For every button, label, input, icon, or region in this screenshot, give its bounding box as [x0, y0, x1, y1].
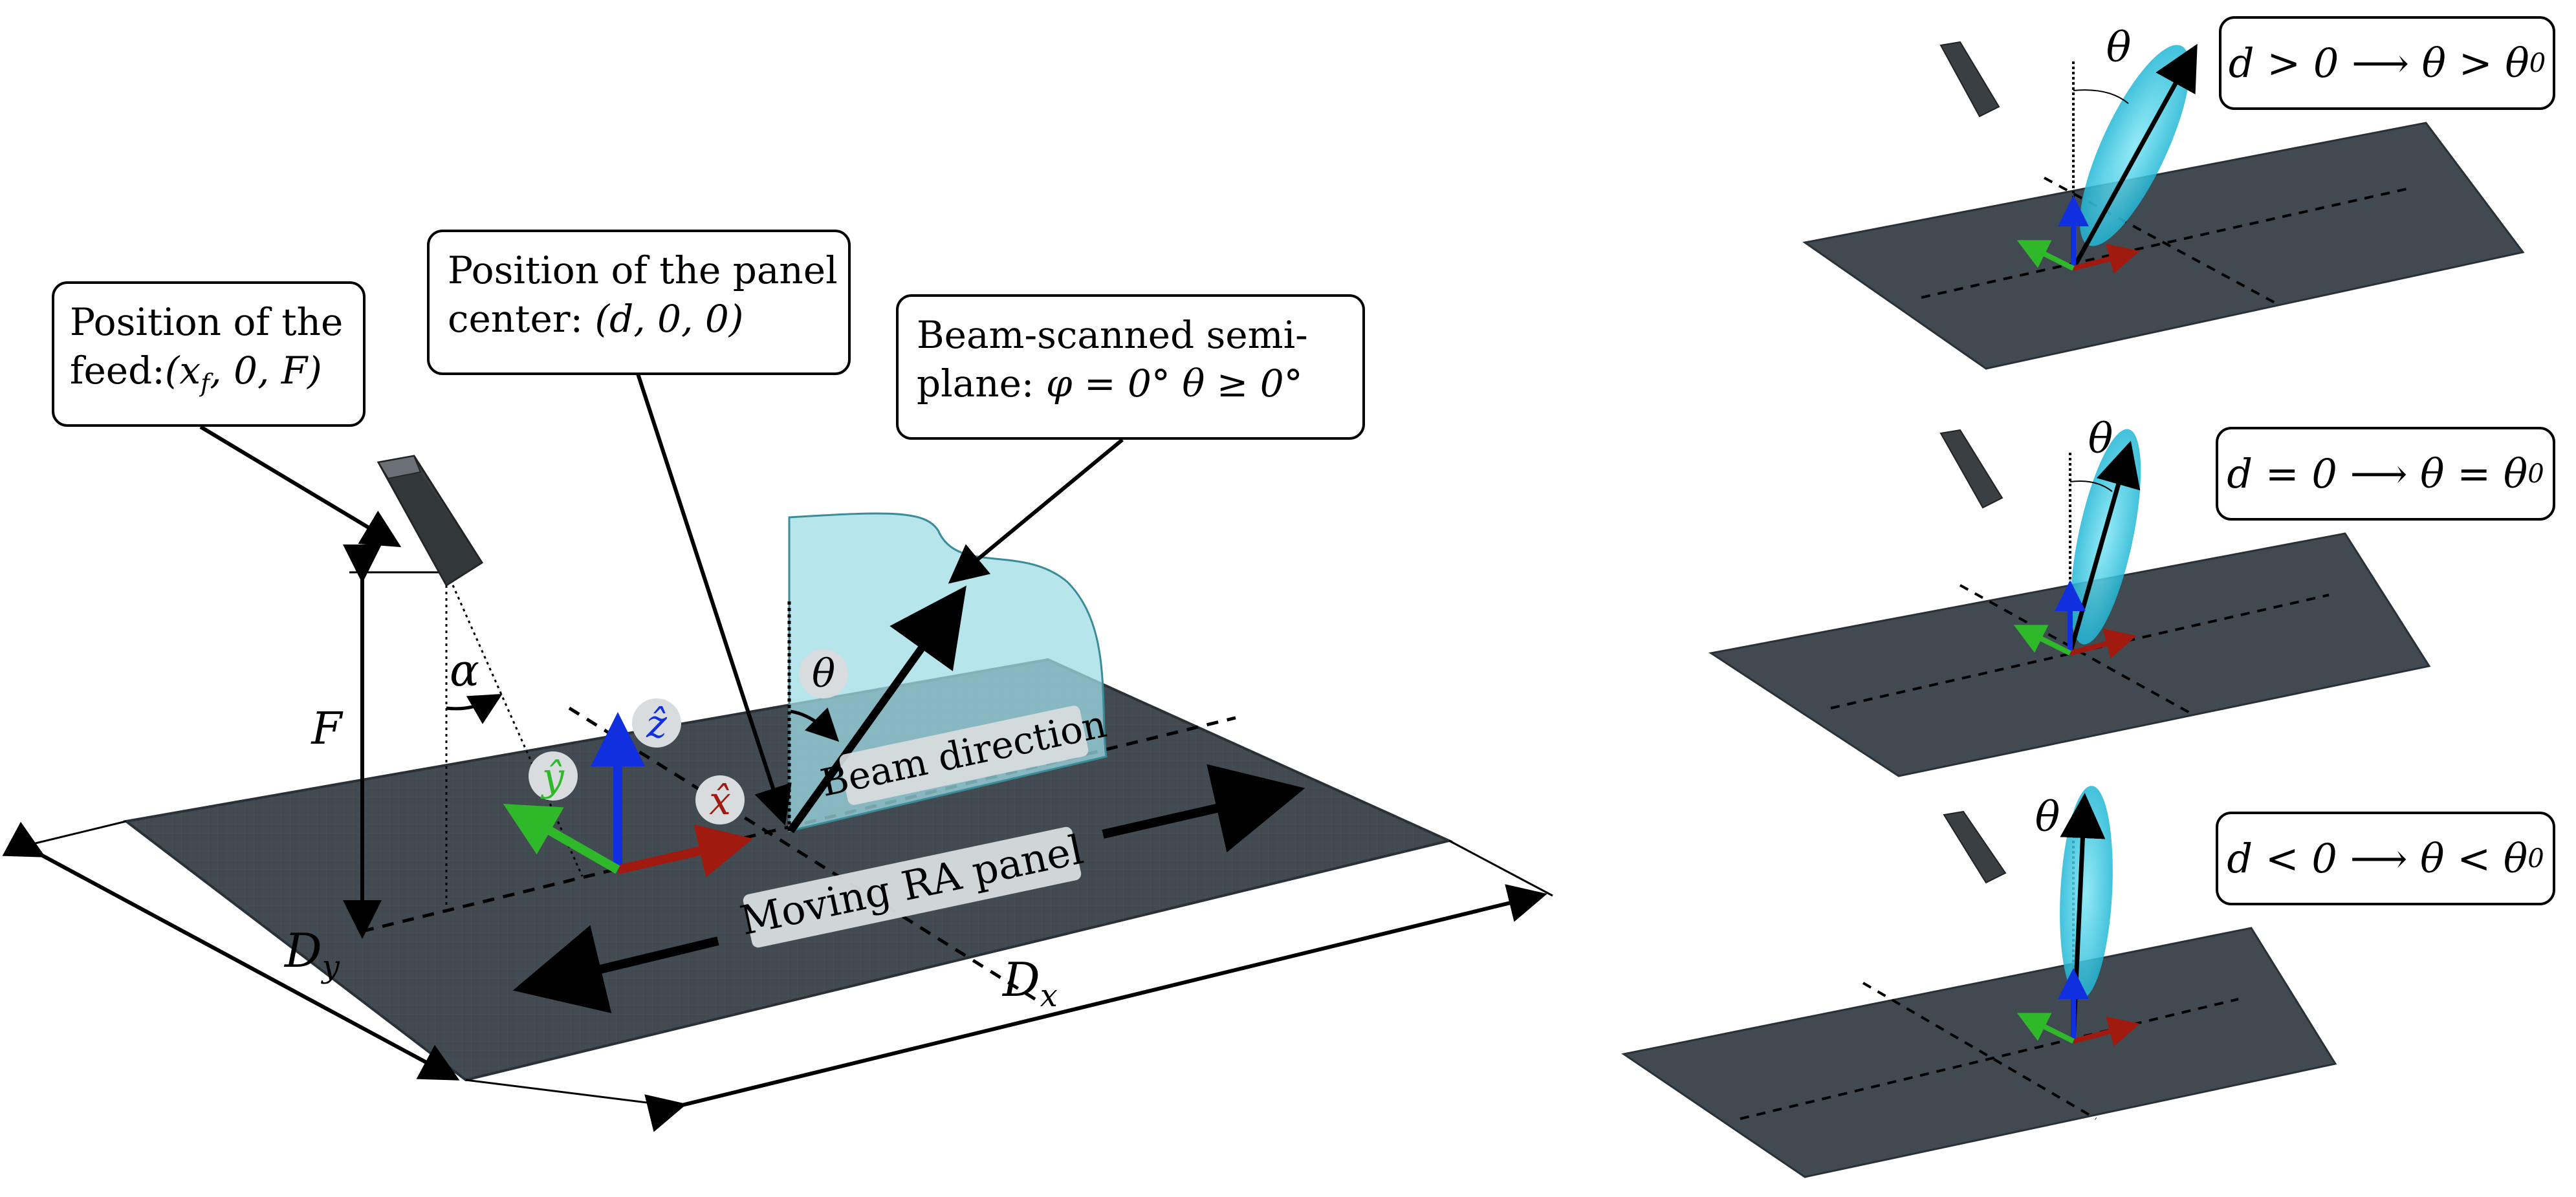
case-theta-label: θ — [2088, 415, 2113, 463]
panel-motion-arrow-left — [512, 925, 719, 1013]
f-label: F — [310, 704, 344, 755]
beam-direction-tag — [839, 706, 1089, 805]
case-panel-negative: θ — [1621, 786, 2337, 1178]
theta-bubble — [799, 649, 848, 698]
feed-callout-pointer — [199, 425, 402, 548]
panel-outer-edge — [465, 1079, 673, 1107]
z-hat-label: ẑ — [646, 702, 667, 747]
panel-outer-edge — [19, 820, 127, 848]
dx-dimension-arrow — [644, 884, 1547, 1132]
feed-callout-line1: Position of the — [70, 300, 344, 344]
center-callout-pointer — [635, 371, 792, 826]
theta-angle-arc — [790, 707, 840, 742]
beam-lobe — [2080, 45, 2190, 246]
panel-center-callout: Position of the panel center: (d, 0, 0) — [427, 230, 851, 375]
beam-lobe — [2060, 786, 2113, 999]
case-panel-zero: θ — [1708, 415, 2431, 777]
z-hat-bubble — [632, 698, 681, 748]
dy-dimension-arrow — [2, 821, 460, 1081]
y-hat-bubble — [529, 751, 578, 801]
panel-motion-arrow-right — [1102, 764, 1305, 853]
y-axis-arrow — [503, 804, 620, 874]
beam-direction-arrow — [787, 585, 966, 834]
feed-horn-icon — [1943, 810, 2007, 884]
alpha-angle-arc — [446, 693, 503, 724]
feed-position-callout: Position of the feed:(xf, 0, F) — [52, 281, 366, 427]
case-theta-label: θ — [2106, 24, 2132, 72]
moving-panel-tag — [743, 826, 1082, 948]
x-hat-label: x̂ — [709, 779, 731, 824]
case-panel-positive: θ — [1802, 24, 2525, 370]
case-theta-label: θ — [2035, 793, 2060, 841]
feed-horn-icon — [1939, 41, 2000, 118]
semiplane-callout-pointer — [948, 438, 1124, 584]
y-hat-label: ŷ — [540, 755, 565, 800]
dx-label: Dx — [1001, 953, 1058, 1014]
main-diagram: ẑ ŷ x̂ θ F α Dy Dx Beam direction Moving… — [2, 371, 1553, 1132]
panel-outer-edge — [1448, 839, 1553, 897]
x-hat-bubble — [695, 775, 745, 825]
dy-label: Dy — [283, 923, 340, 985]
feed-horn-icon — [1939, 429, 2003, 509]
semiplane-callout: Beam-scanned semi- plane: φ = 0° θ ≥ 0° — [896, 294, 1365, 440]
x-axis-arrow — [617, 824, 753, 878]
feed-horn-icon — [377, 455, 484, 587]
alpha-label: α — [450, 645, 479, 696]
theta-label: θ — [812, 651, 835, 696]
